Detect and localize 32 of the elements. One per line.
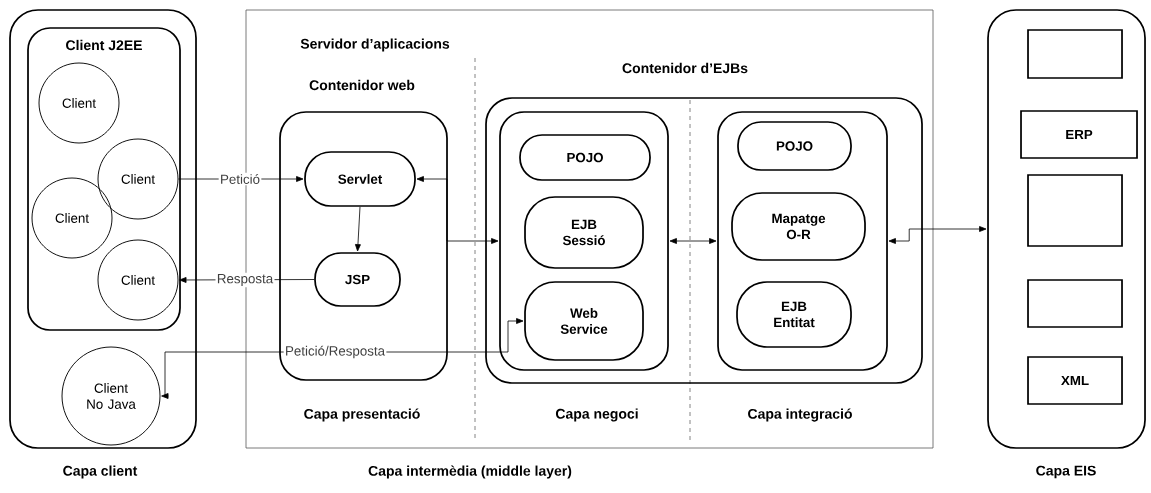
database-box	[1027, 29, 1123, 79]
component-pill: JSP	[314, 252, 401, 307]
component-pill: POJO	[737, 121, 852, 171]
tier-box	[9, 9, 197, 449]
tier-box	[987, 9, 1146, 449]
edge-label: Resposta	[215, 272, 275, 288]
component-pill: Web Service	[524, 281, 644, 361]
data-box: XML	[1027, 356, 1123, 405]
arrow	[355, 206, 361, 252]
database-box	[1027, 174, 1123, 247]
edge-label: Petició/Resposta	[283, 344, 387, 360]
component-pill: Mapatge O-R	[731, 192, 866, 261]
system-box: ERP	[1020, 110, 1138, 159]
arrow	[416, 176, 499, 244]
layer-caption: Capa negoci	[554, 407, 640, 423]
layer-box	[717, 111, 888, 371]
node-label: Contenidor web	[309, 79, 415, 91]
database-box	[1027, 279, 1123, 328]
tier-caption: Capa client	[63, 465, 138, 479]
component-pill: Servlet	[304, 151, 416, 207]
layer-box	[499, 111, 669, 371]
tier-caption: Capa EIS	[1036, 465, 1096, 479]
component-pill: EJB Entitat	[736, 281, 852, 348]
node-label: Contenidor d’EJBs	[622, 62, 748, 74]
tier-caption: Capa intermèdia (middle layer)	[368, 465, 572, 479]
layer-caption: Capa integració	[746, 407, 854, 423]
layer-caption: Capa presentació	[302, 407, 422, 423]
component-pill: POJO	[519, 134, 651, 181]
arrow	[888, 226, 987, 244]
component-pill: EJB Sessió	[524, 196, 644, 269]
arrow	[669, 238, 717, 244]
edge-label: Petició	[218, 172, 262, 186]
